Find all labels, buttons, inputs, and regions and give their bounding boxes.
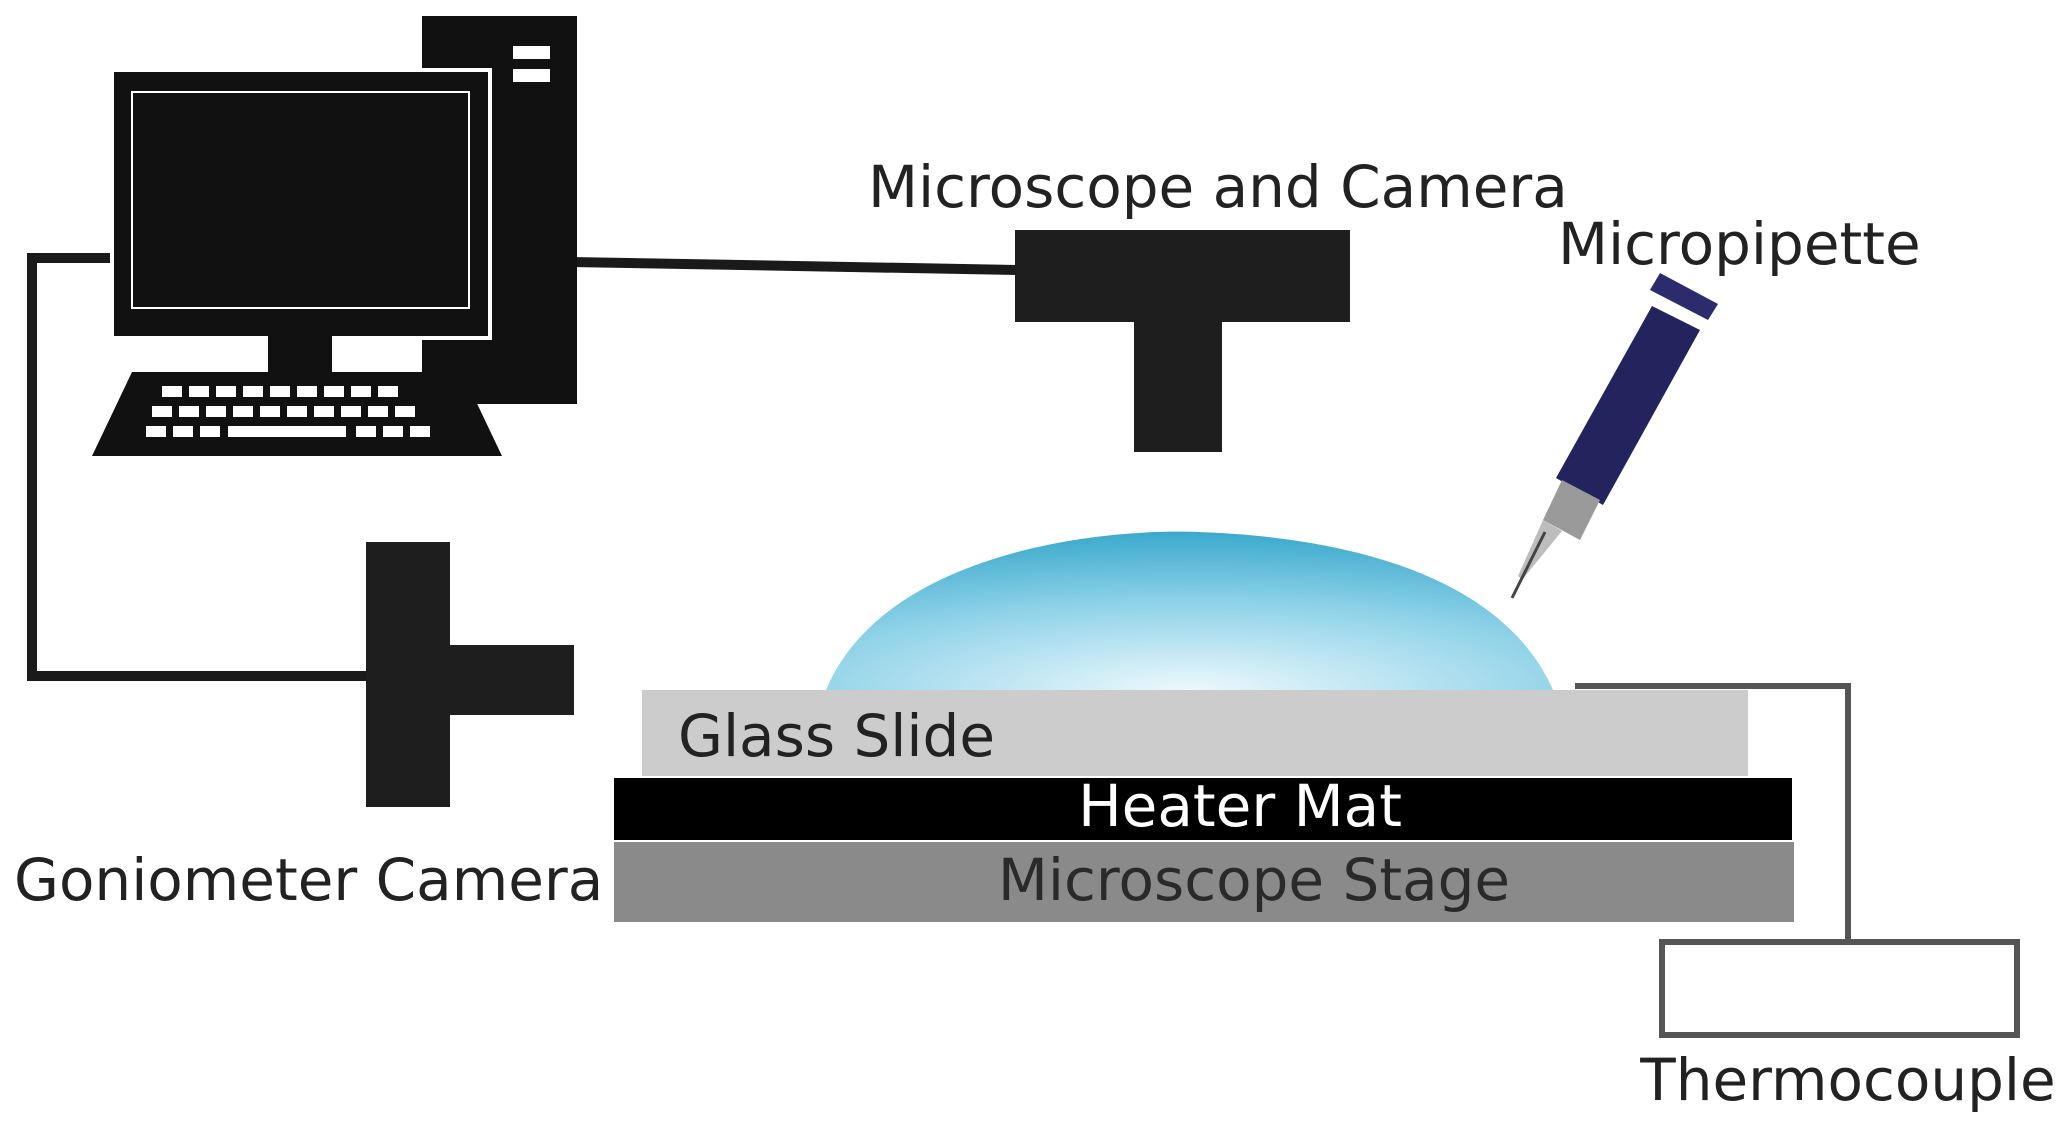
keyboard-key [324,386,344,397]
keyboard-key [341,406,361,417]
keyboard-key [395,406,415,417]
keyboard-key [270,386,290,397]
thermocouple-box [1659,939,2020,1038]
microscope-stage [614,842,1794,922]
water-droplet [826,531,1553,690]
monitor-stand [268,334,332,374]
monitor-screen-border [131,91,470,309]
glass-slide-label: Glass Slide [678,702,995,770]
keyboard-key [228,426,346,437]
keyboard-key [287,406,307,417]
keyboard-key [378,386,398,397]
keyboard-key [200,426,220,437]
thermocouple-label: Thermocouple [1639,1046,2055,1114]
keyboard-key [314,406,334,417]
keyboard-key [356,426,376,437]
microscope-stage-label: Microscope Stage [998,846,1510,914]
keyboard-key [243,386,263,397]
keyboard-key [216,386,236,397]
thermocouple-wire [1575,683,1851,942]
keyboard-key [206,406,226,417]
keyboard-key [383,426,403,437]
micropipette-shape [1510,273,1718,599]
heater-mat [614,778,1792,840]
microscope-camera-label: Microscope and Camera [868,153,1568,221]
keyboard-key [368,406,388,417]
glass-slide [642,690,1748,776]
goniometer-camera-shape [366,542,574,807]
heater-mat-label: Heater Mat [1078,772,1402,840]
keyboard-key [233,406,253,417]
keyboard-key [173,426,193,437]
computer-to-microscope-cable [569,257,1021,275]
keyboard-key [162,386,182,397]
micropipette-label: Micropipette [1558,210,1921,278]
computer-to-goniometer-cable [27,253,370,681]
keyboard-key [189,386,209,397]
keyboard-key [152,406,172,417]
computer-monitor [110,68,492,340]
keyboard-keys [146,386,430,437]
keyboard-key [410,426,430,437]
microscope-camera-shape [1015,230,1350,452]
keyboard-key [146,426,166,437]
keyboard-key [260,406,280,417]
keyboard-key [297,386,317,397]
keyboard-key [351,386,371,397]
tower-drive-slot-2 [513,69,550,82]
desktop-computer [92,16,577,456]
keyboard-key [179,406,199,417]
goniometer-camera-label: Goniometer Camera [14,846,603,914]
tower-drive-slot-1 [513,46,550,59]
